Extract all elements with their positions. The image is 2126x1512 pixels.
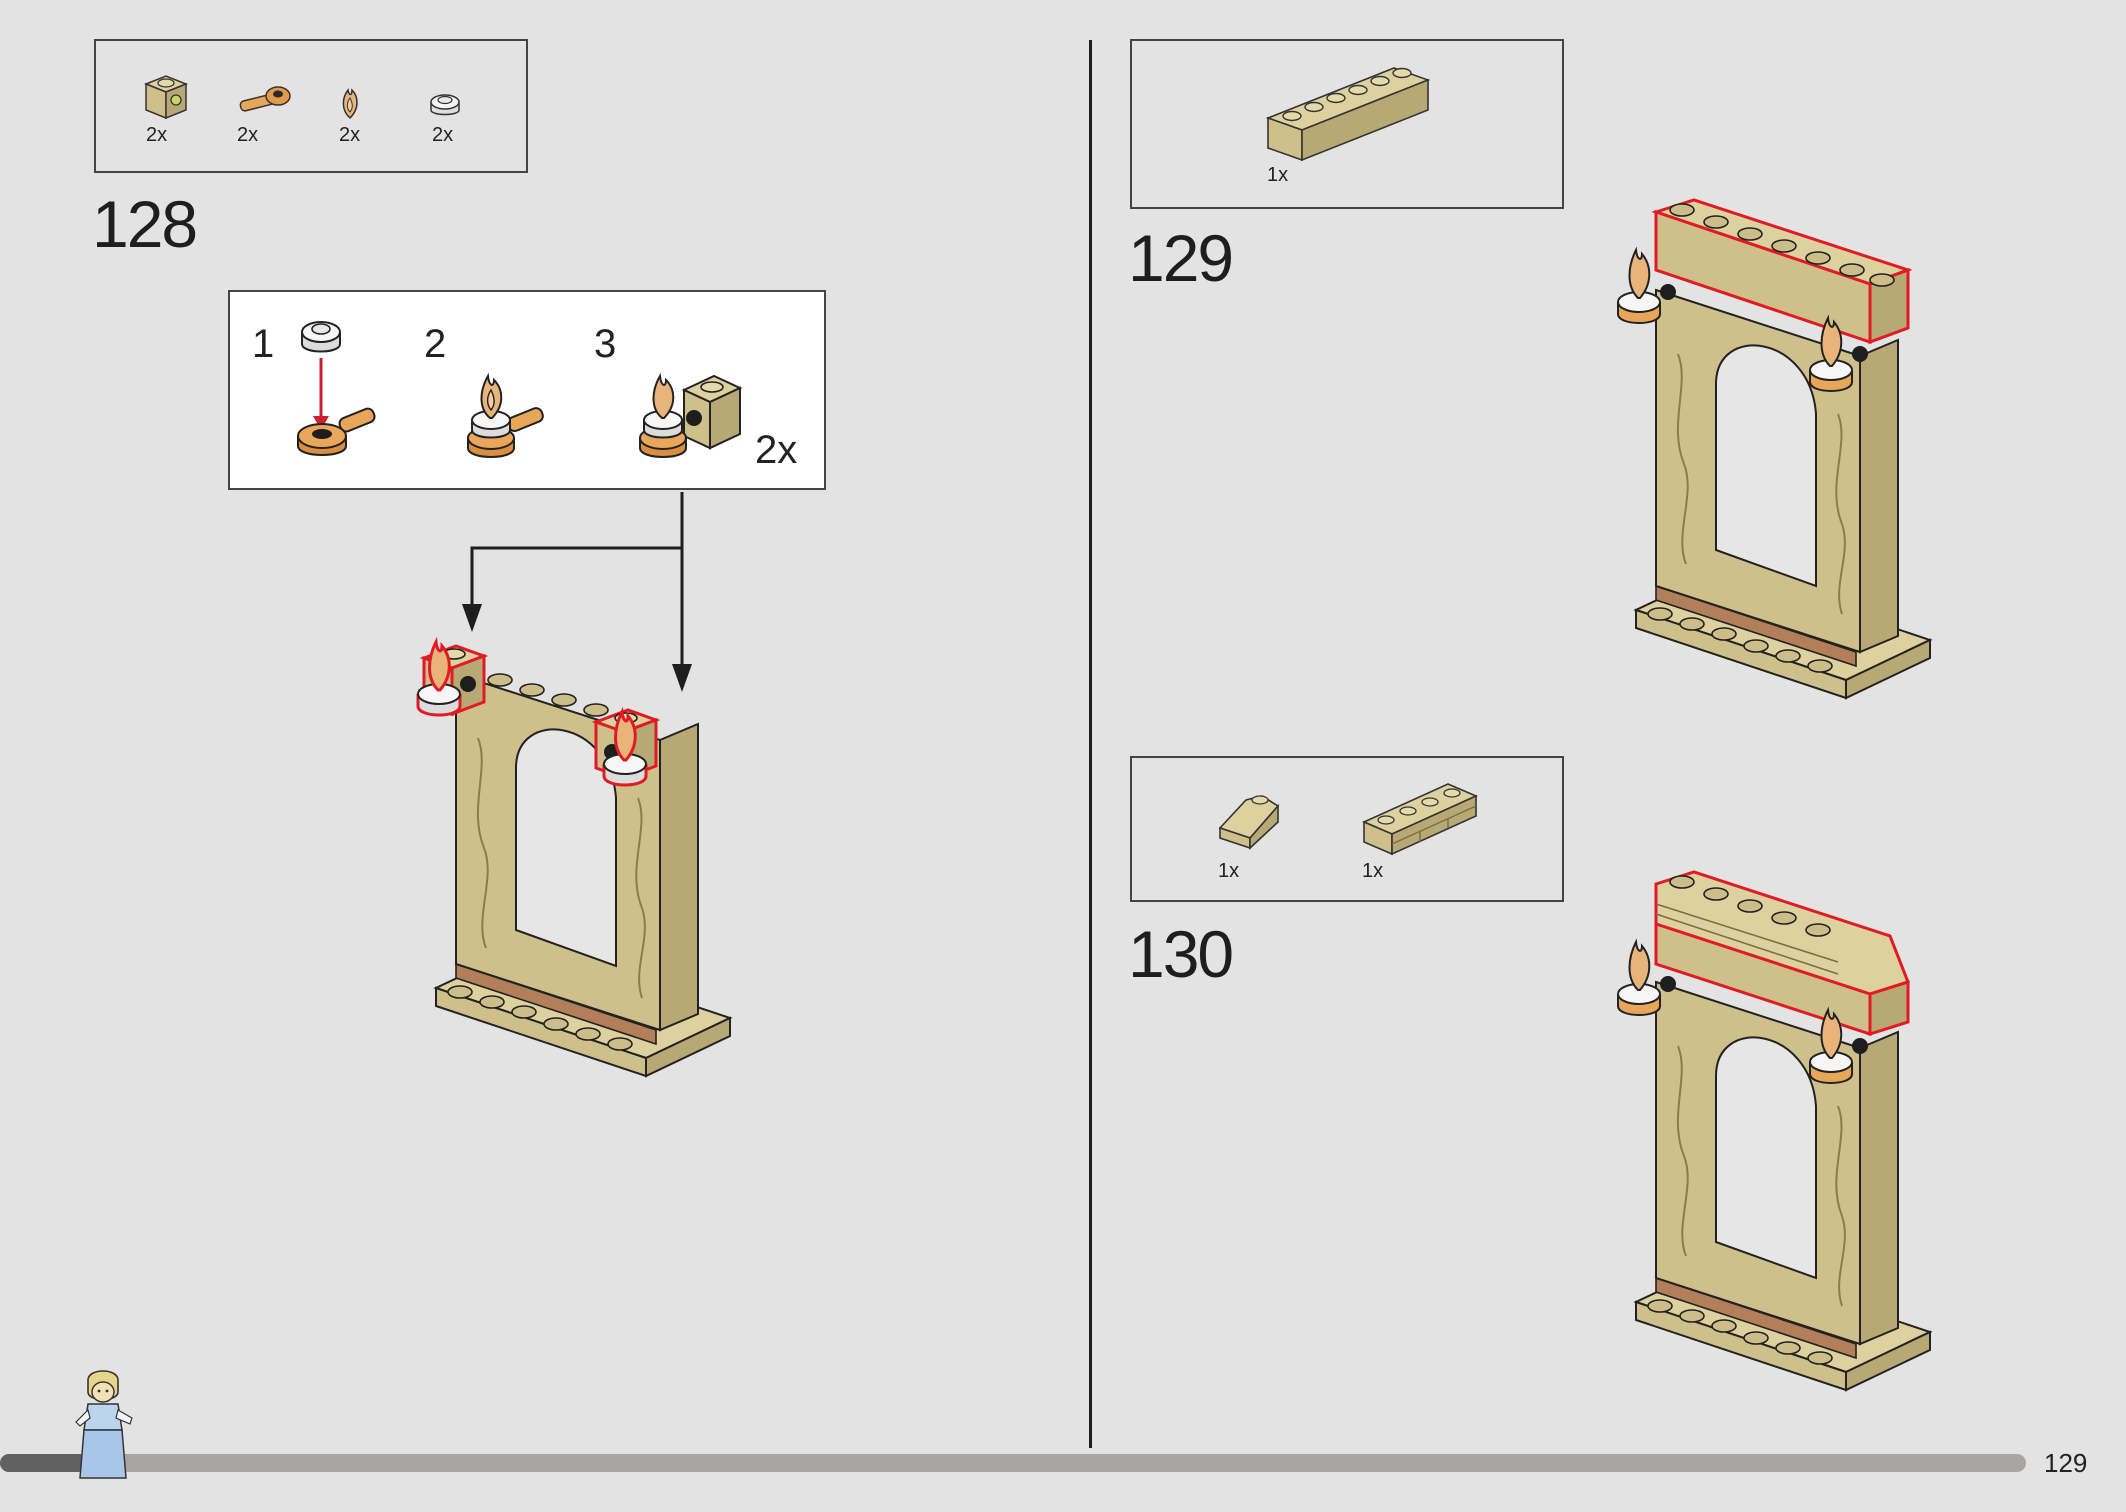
model-130-door-frame: [1617, 870, 1933, 1392]
minifigure-icon: [75, 1370, 133, 1479]
masonry-brick-icon: [1362, 783, 1478, 856]
slope-brick-icon: [1218, 795, 1280, 850]
bar-holder-clip-icon: [239, 86, 291, 112]
part-qty-2: 2x: [237, 124, 259, 146]
part-qty-129: 1x: [1267, 164, 1289, 186]
part-qty-130b: 1x: [1362, 860, 1384, 882]
flame-icon: [342, 88, 358, 120]
page-number: 129: [2044, 1448, 2088, 1478]
parts-list-box-128: [94, 39, 528, 173]
sub-step-1-illustration: [297, 321, 376, 456]
page-divider: [1089, 40, 1092, 1448]
part-qty-4: 2x: [432, 124, 454, 146]
model-128-door-frame: [416, 636, 733, 1078]
sub-step-2: 2: [424, 322, 447, 366]
step-number-128: 128: [92, 187, 198, 261]
round-plate-icon: [430, 94, 460, 116]
brick-1x6-icon: [1265, 67, 1431, 162]
sub-step-3: 3: [594, 322, 617, 366]
model-129-door-frame: [1617, 198, 1933, 700]
step-number-130: 130: [1128, 917, 1234, 991]
sub-step-3-illustration: [639, 372, 743, 458]
step-number-129: 129: [1128, 221, 1234, 295]
part-qty-130a: 1x: [1218, 860, 1240, 882]
parts-list-box-130: [1130, 756, 1564, 902]
sub-step-2-illustration: [467, 372, 544, 458]
part-qty-1: 2x: [146, 124, 168, 146]
sub-assembly-multiplier: 2x: [755, 428, 798, 472]
parts-list-box-129: [1130, 39, 1564, 209]
progress-fill: [0, 1454, 82, 1472]
part-qty-3: 2x: [339, 124, 361, 146]
progress-bar: [0, 1454, 2026, 1472]
brick-1x1-stud-icon: [143, 75, 189, 120]
sub-step-1: 1: [252, 322, 275, 366]
